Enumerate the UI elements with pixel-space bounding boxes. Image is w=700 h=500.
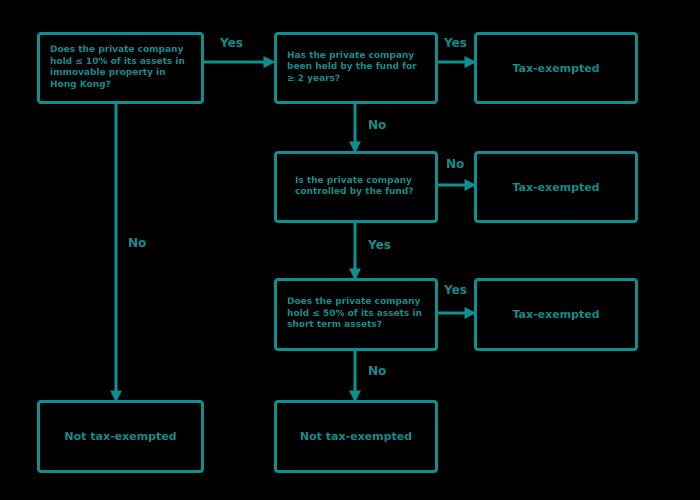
result-tax-exempted-1-text: Tax-exempted bbox=[512, 61, 600, 75]
edge-label-q2-yes: Yes bbox=[444, 36, 467, 50]
question-holding-period: Has the private company been held by the… bbox=[274, 32, 438, 104]
edge-label-q1-yes: Yes bbox=[220, 36, 243, 50]
question-controlled-by-fund-text: Is the private company controlled by the… bbox=[295, 175, 414, 198]
result-tax-exempted-1: Tax-exempted bbox=[474, 32, 638, 104]
question-immovable-property: Does the private company hold ≤ 10% of i… bbox=[37, 32, 204, 104]
edge-label-q4-no: No bbox=[368, 364, 387, 378]
edge-label-q3-no: No bbox=[446, 157, 465, 171]
result-not-tax-exempted-1: Not tax-exempted bbox=[37, 400, 204, 473]
question-controlled-by-fund: Is the private company controlled by the… bbox=[274, 151, 438, 223]
result-tax-exempted-3-text: Tax-exempted bbox=[512, 308, 600, 321]
edge-label-q2-no: No bbox=[368, 118, 387, 132]
edge-label-q4-yes: Yes bbox=[444, 283, 467, 297]
result-tax-exempted-3: Tax-exempted bbox=[474, 278, 638, 351]
question-holding-period-text: Has the private company been held by the… bbox=[287, 50, 417, 84]
result-tax-exempted-2: Tax-exempted bbox=[474, 151, 638, 223]
result-not-tax-exempted-2: Not tax-exempted bbox=[274, 400, 438, 473]
result-tax-exempted-2-text: Tax-exempted bbox=[512, 180, 600, 194]
question-short-term-assets-text: Does the private company hold ≤ 50% of i… bbox=[287, 297, 422, 331]
question-short-term-assets: Does the private company hold ≤ 50% of i… bbox=[274, 278, 438, 351]
edge-label-q1-no: No bbox=[128, 236, 147, 250]
result-not-tax-exempted-2-text: Not tax-exempted bbox=[299, 430, 413, 443]
question-immovable-property-text: Does the private company hold ≤ 10% of i… bbox=[50, 45, 185, 90]
result-not-tax-exempted-1-text: Not tax-exempted bbox=[64, 430, 177, 443]
edge-label-q3-yes: Yes bbox=[368, 238, 391, 252]
